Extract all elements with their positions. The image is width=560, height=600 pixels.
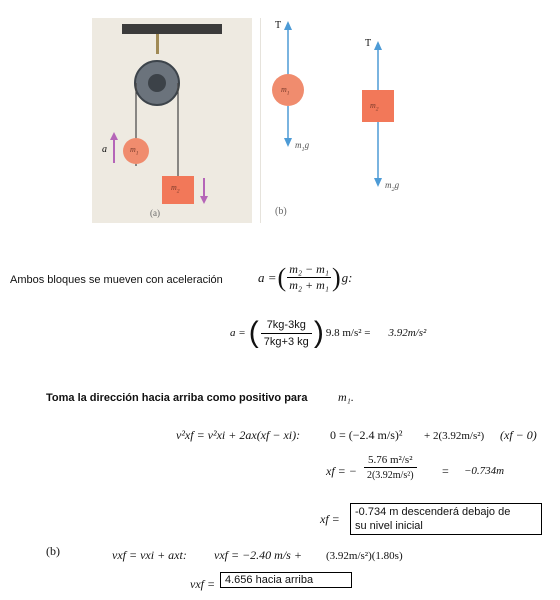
free-body-mass-2 [362,90,394,122]
pulley-hanger [156,34,159,54]
xf-fraction: 5.76 m²/s² 2(3.92m/s²) [364,454,417,481]
part-b-answer-box: 4.656 hacia arriba [220,572,352,588]
figure-pane-a: a m1 m2 (a) [92,18,252,223]
pulley-hub [148,74,166,92]
free-body-mass-1-label: m1 [281,85,290,97]
part-b-eq2: vxf = −2.40 m/s + [214,548,302,562]
accel-formula: a = ( m₂ − m₁ m₂ + m₁ ) g: [258,262,353,292]
mass-1-ball [123,138,149,164]
mass-2-label: m2 [171,183,180,195]
mass-1-label: m1 [130,145,139,157]
xf-value: −0.734m [464,465,505,477]
kinematic-sub-a: 0 = (−2.4 m/s)² [330,428,403,442]
calc-fraction: 7kg-3kg 7kg+3 kg [260,319,312,348]
tension-arrowhead-2 [374,41,382,50]
xf-lhs: xf = − [326,464,357,478]
direction-text: Toma la dirección hacia arriba como posi… [46,392,308,404]
free-body-mass-1 [272,74,304,106]
xf-equals: = [442,464,449,478]
tension-label-1: T [275,20,282,31]
xf-answer-box: -0.734 m descenderá debajo de su nivel i… [350,503,542,535]
kinematic-general-eq: v²xf = v²xi + 2ax(xf − xi): [176,428,301,442]
weight-label-2: m2g [385,180,400,193]
ceiling-bar [122,24,222,34]
tension-arrowhead-1 [284,21,292,30]
intro-text: Ambos bloques se mueven con aceleración [10,274,223,286]
direction-var: m₁. [338,390,354,404]
free-body-mass-2-label: m2 [370,101,379,113]
accel-down-arrowhead [200,196,208,204]
figure-pane-b: T T m1 m2 m1g m2g (b) [260,18,413,223]
part-b-label: (b) [46,544,60,558]
part-b-eq1: vxf = vxi + axt: [112,548,187,562]
accel-calculation: a = ( 7kg-3kg 7kg+3 kg ) 9.8 m/s² = 3.92… [230,316,427,349]
part-b-eq3: (3.92m/s²)(1.80s) [326,550,403,562]
xf-box-lhs: xf = [320,512,340,526]
mass-2-block [162,176,194,204]
weight-arrowhead-1 [284,138,292,147]
accel-up-arrowhead [110,132,118,140]
atwood-machine-diagram [110,24,222,204]
free-body-diagrams [272,21,394,187]
kinematic-sub-b: + 2(3.92m/s²) [424,430,485,442]
accel-label-a: a [102,144,107,155]
accel-fraction: m₂ − m₁ m₂ + m₁ [287,262,331,292]
part-b-result-lhs: vxf = [190,577,216,591]
physics-figure: a m1 m2 (a) T T m1 m2 m1g m2g (b) [92,18,413,223]
kinematic-sub-c: (xf − 0) [500,428,537,442]
accel-result: 3.92m/s² [388,327,427,339]
weight-arrowhead-2 [374,178,382,187]
weight-label-1: m1g [295,140,310,153]
tension-label-2: T [365,38,372,49]
caption-b: (b) [275,206,287,217]
caption-a: (a) [150,208,160,218]
